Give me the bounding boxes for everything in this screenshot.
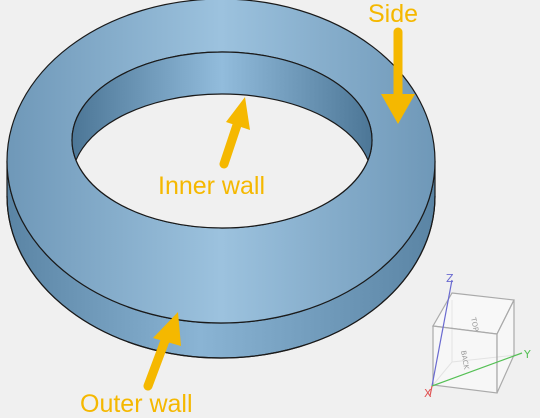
view-cube-right-face[interactable] [496,299,515,394]
ring-part[interactable] [6,0,436,359]
inner-wall-face[interactable] [72,52,372,180]
inner-wall-label: Inner wall [158,172,265,200]
side-label: Side [368,0,418,28]
axis-z-line [431,279,453,387]
outer-wall-arrow [143,312,181,391]
axis-y-label: Y [523,348,531,361]
axis-z-label: Z [446,272,454,285]
inner-wall-bottom-edge [72,93,372,181]
inner-wall-arrow [219,97,250,169]
view-cube-back-label: BACK [459,350,470,370]
axis-x-line [429,385,433,397]
view-cube[interactable]: TOP BACK Z Y X [424,272,531,400]
view-cube-top-label: TOP [469,316,480,332]
axis-x-label: X [424,387,432,400]
axis-y-line [431,352,523,387]
outer-wall-label: Outer wall [80,390,193,418]
inner-rim-edge [71,51,373,229]
outer-wall-bottom-edge [6,195,436,359]
side-arrow [381,27,415,124]
